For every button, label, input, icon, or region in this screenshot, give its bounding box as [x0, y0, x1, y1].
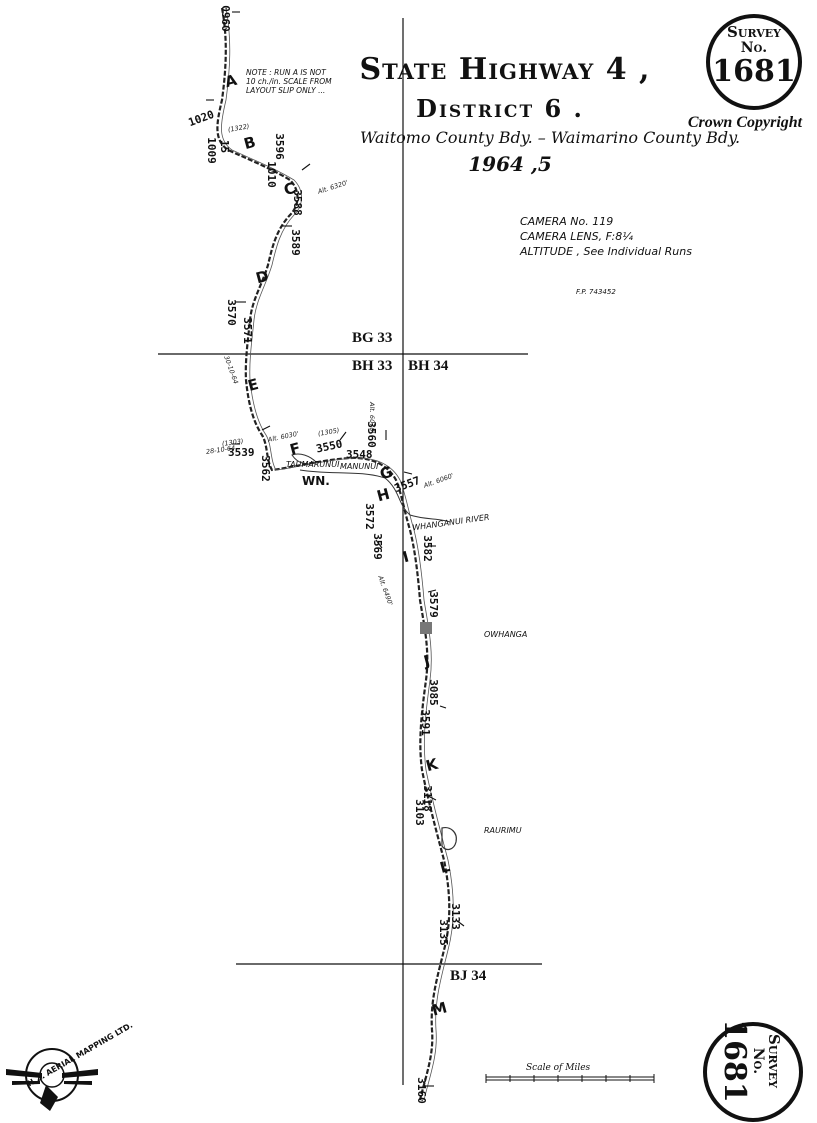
photo-number: 1009 [204, 137, 218, 164]
photo-number: 1010 [264, 161, 278, 188]
photo-number: 3103 [412, 799, 426, 826]
sheet-label-bj34: BJ 34 [450, 968, 487, 984]
photo-number: 3579 [426, 591, 440, 618]
photo-number: 3133 [448, 903, 462, 930]
sheet-grid [158, 18, 542, 1085]
camera-lens: CAMERA LENS, F:8¼ [520, 230, 633, 243]
photo-number: 3539 [228, 446, 255, 459]
place-owhanga: OWHANGA [484, 630, 528, 639]
note-line: 10 ch./in. SCALE FROM [246, 77, 332, 86]
camera-number: CAMERA No. 119 [520, 215, 614, 228]
map-title: State Highway 4 , [359, 52, 651, 87]
photo-number: 3569 [370, 533, 384, 560]
highway-route-offset [221, 7, 454, 1101]
note-line: NOTE : RUN A IS NOT [246, 68, 326, 77]
taumarunui-settlement [291, 453, 317, 465]
sheet-label-bh34: BH 34 [408, 358, 449, 374]
stamp-number: 1681 [717, 1019, 752, 1103]
stamp-no-label: No. [750, 1047, 766, 1075]
scale-bar [485, 1074, 655, 1083]
stamp-survey-label: Survey [765, 1034, 783, 1088]
camera-info: CAMERA No. 119 CAMERA LENS, F:8¼ ALTITUD… [520, 214, 760, 259]
flight-plan-ref: F.P. 743452 [576, 288, 616, 296]
note-line: LAYOUT SLIP ONLY ... [246, 86, 326, 95]
photo-number: 3160 [414, 1077, 428, 1104]
whanganui-river [299, 469, 451, 523]
nz-aerial-mapping-logo [6, 1048, 98, 1111]
photo-number: 3589 [288, 229, 302, 256]
photo-number: 3135 [436, 919, 450, 946]
photo-number: 0960 [218, 5, 232, 32]
sheet-label-bg33: BG 33 [352, 330, 393, 346]
place-wn: WN. [302, 474, 330, 488]
scale-of-miles-label: Scale of Miles [526, 1063, 591, 1073]
run-a-note: NOTE : RUN A IS NOT 10 ch./in. SCALE FRO… [246, 68, 346, 95]
owhanga-settlement [420, 622, 432, 634]
photo-ticks [206, 11, 465, 1087]
highway-route [216, 7, 451, 1101]
place-taumarunui: TAUMARUNUI [286, 460, 340, 469]
survey-stamp-top: Survey No. 1681 [706, 14, 802, 110]
photo-number: 3596 [272, 133, 286, 160]
photo-number: 3548 [346, 448, 373, 461]
sheet-label-bh33: BH 33 [352, 358, 393, 374]
photo-number: 3571 [240, 317, 254, 344]
raurimu-settlement [441, 827, 457, 851]
photo-number: 3085 [426, 679, 440, 706]
photo-number: 3591 [418, 709, 432, 736]
county-bounds: Waitomo County Bdy. – Waimarino County B… [360, 128, 741, 147]
place-raurimu: RAURIMU [484, 826, 522, 835]
camera-altitude: ALTITUDE , See Individual Runs [520, 245, 692, 258]
survey-date: 1964 ,5 [468, 152, 552, 176]
photo-number: 3570 [224, 299, 238, 326]
district-label: District 6 . [416, 94, 584, 123]
photo-number: 3562 [258, 455, 272, 482]
photo-number: 3572 [362, 503, 376, 530]
stamp-survey-label: Survey [727, 23, 781, 41]
altitude-annotation: Alt. 6070' [368, 402, 376, 434]
photo-number: 15 [218, 139, 232, 154]
photo-number: 3588 [290, 189, 304, 216]
survey-stamp-bottom: Survey No. 1681 [703, 1019, 803, 1122]
crown-copyright: Crown Copyright [687, 114, 803, 131]
place-manunui: MANUNUI [340, 462, 379, 471]
stamp-number: 1681 [712, 54, 796, 89]
stamp-no-label: No. [740, 40, 768, 56]
photo-number: 3582 [420, 535, 434, 562]
